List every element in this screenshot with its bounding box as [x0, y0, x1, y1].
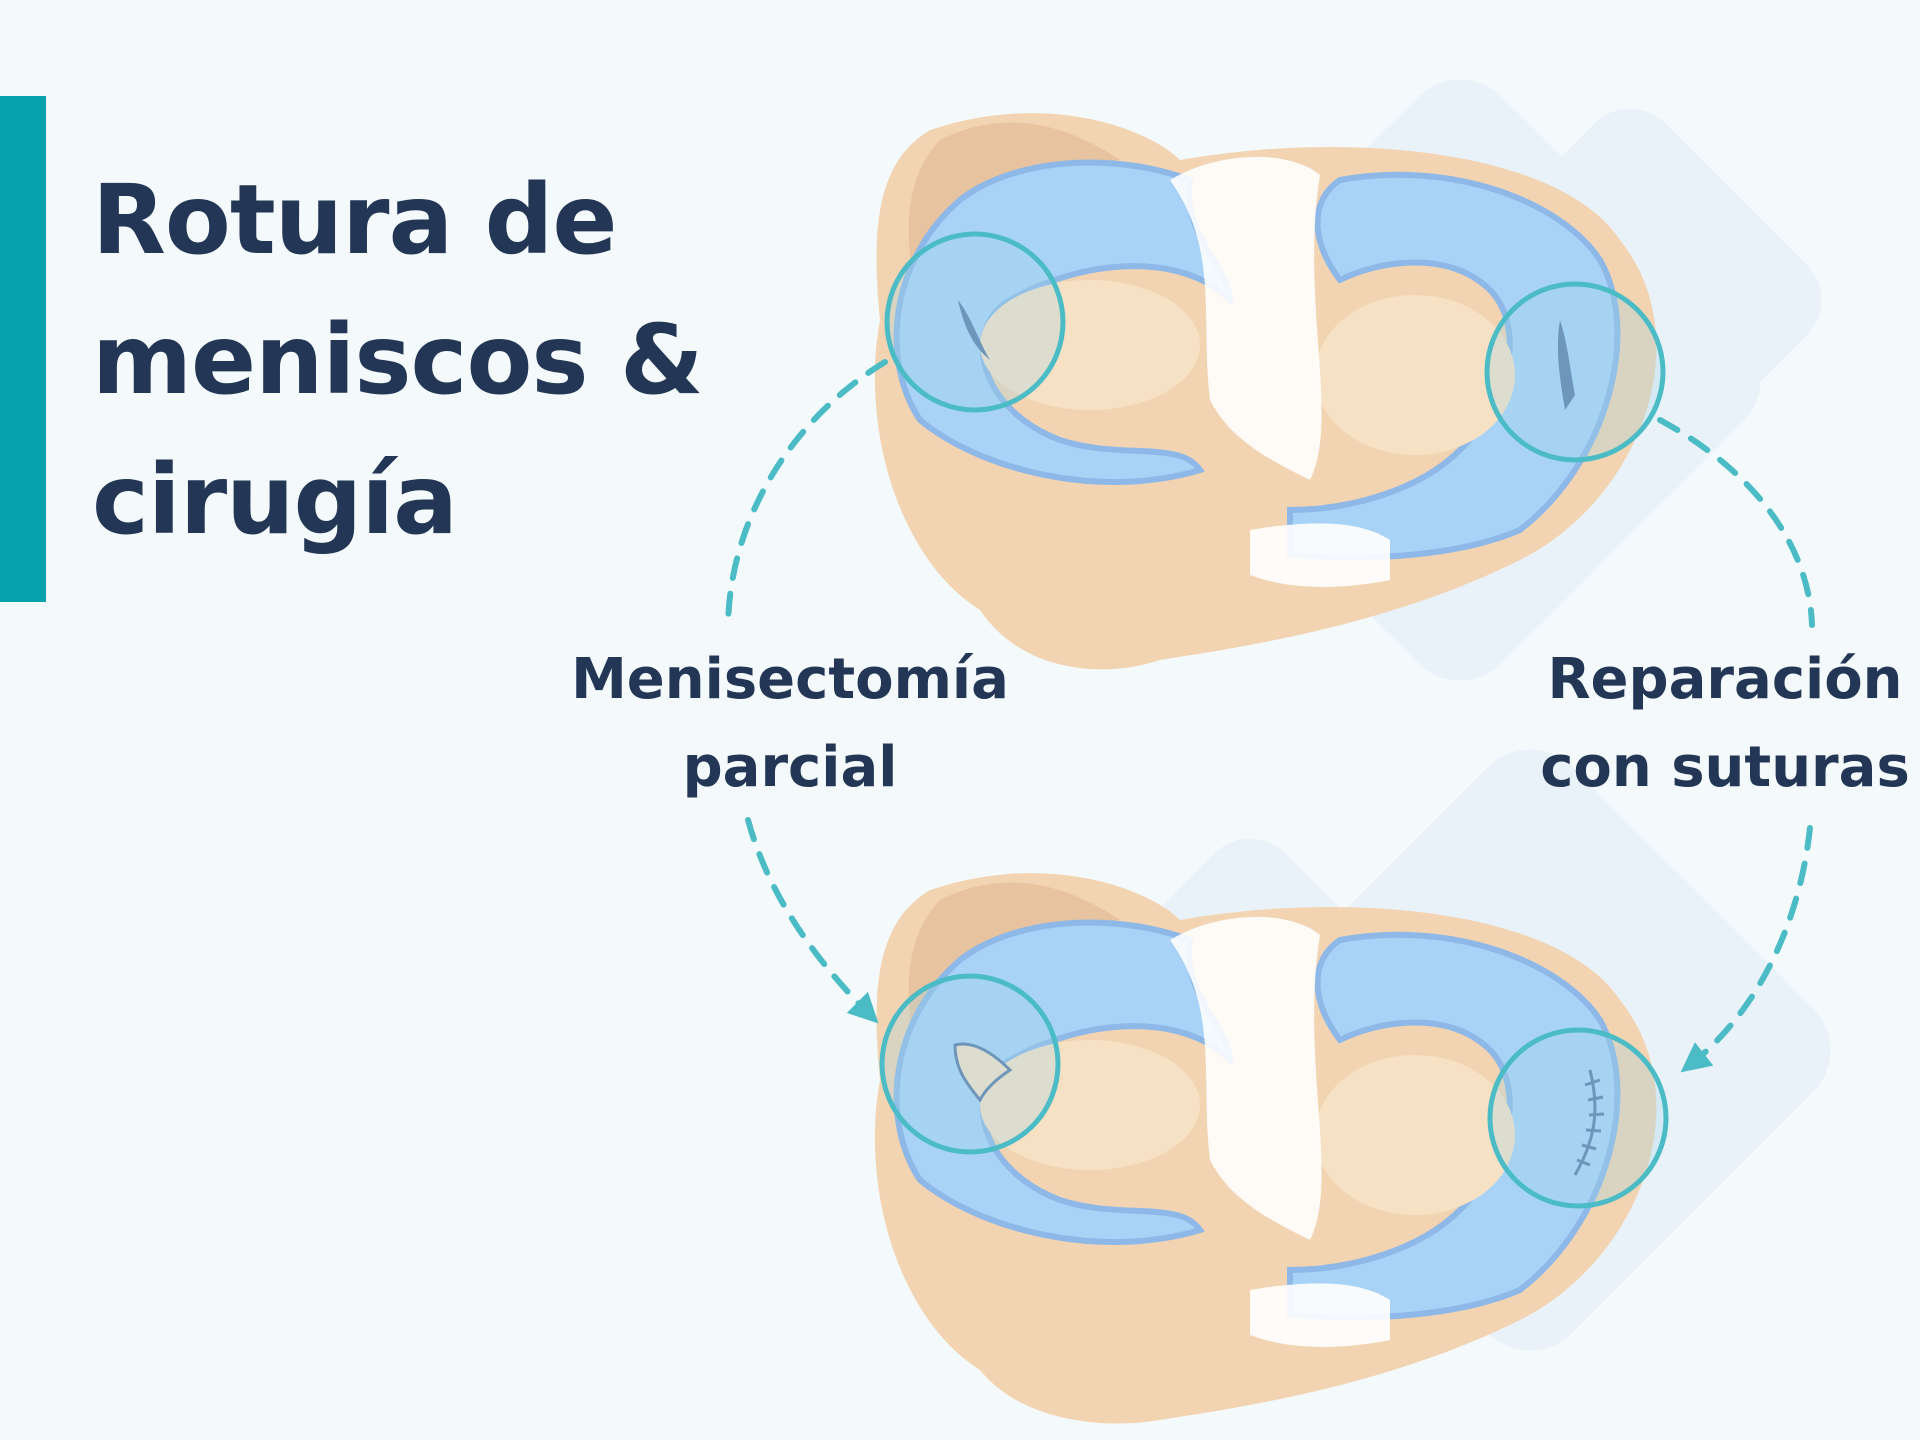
title-line-1: Rotura de — [92, 164, 617, 276]
cruciate-ligament — [1170, 156, 1322, 480]
label-left-line-1: Menisectomía — [571, 647, 1009, 712]
repair-highlight-circle-lateral — [1487, 1027, 1669, 1209]
meniscus-tear-mark-lateral — [1557, 320, 1575, 410]
arrows — [725, 359, 1815, 1073]
label-right-line-1: Reparación — [1547, 647, 1903, 712]
trimmed-meniscus-mark — [953, 1042, 1013, 1103]
suture-mark — [1573, 1069, 1605, 1176]
knee-illustration-repaired — [874, 873, 1669, 1424]
bone-shadow-repaired — [908, 882, 1120, 1090]
lateral-meniscus-repaired — [1287, 931, 1621, 1321]
repair-highlight-circle-medial — [879, 973, 1061, 1155]
label-partial-meniscectomy: Menisectomía parcial — [560, 636, 1020, 812]
posterior-ligament — [1250, 523, 1390, 587]
arrow-right-upper — [1657, 417, 1815, 628]
meniscus-tear-mark — [958, 300, 990, 360]
label-right-line-2: con suturas — [1540, 735, 1910, 800]
title-line-3: cirugía — [92, 444, 458, 556]
tear-highlight-circle-lateral — [1484, 281, 1666, 463]
cruciate-ligament-repaired — [1170, 916, 1322, 1240]
arrow-right-lower — [1680, 825, 1813, 1073]
accent-bar — [0, 96, 46, 602]
posterior-ligament-repaired — [1250, 1283, 1390, 1347]
lateral-plateau — [1315, 295, 1515, 455]
title-line-2: meniscos & — [92, 304, 704, 416]
label-suture-repair: Reparación con suturas — [1540, 636, 1910, 812]
page-title: Rotura de meniscos & cirugía — [92, 150, 704, 570]
medial-plateau-repaired — [980, 1040, 1200, 1170]
bone-shadow — [908, 122, 1120, 330]
medial-plateau — [980, 280, 1200, 410]
label-left-line-2: parcial — [682, 735, 898, 800]
lateral-plateau-repaired — [1315, 1055, 1515, 1215]
arrow-left-lower — [745, 817, 879, 1024]
tear-highlight-circle-medial — [884, 231, 1066, 413]
knee-illustration-tear — [874, 113, 1666, 670]
lateral-meniscus — [1287, 171, 1621, 561]
arrow-left-upper — [725, 359, 888, 628]
